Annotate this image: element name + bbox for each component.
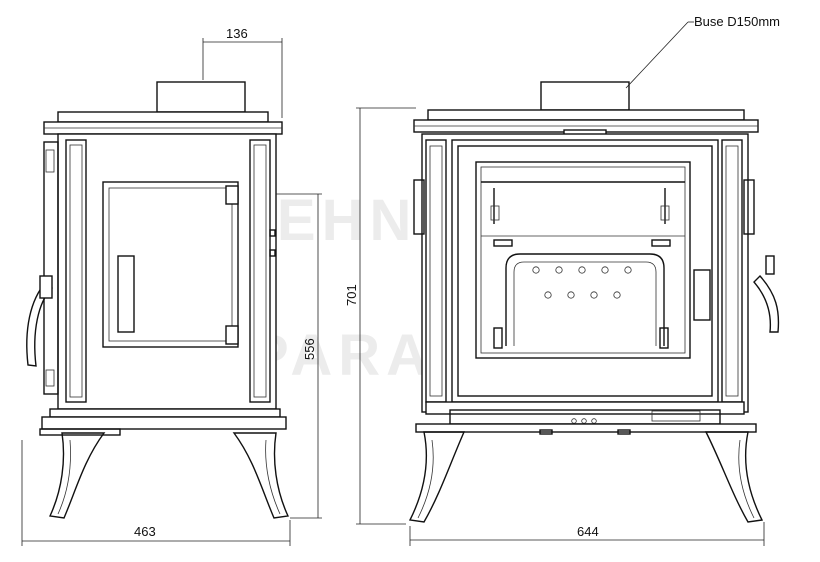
front-leg-right (704, 431, 764, 523)
flue-label: Buse D150mm (694, 14, 780, 29)
front-dimensions: 701 644 Buse D150mm (344, 14, 780, 546)
front-leg-left (408, 431, 466, 523)
side-body (57, 133, 277, 410)
front-side-handle (753, 274, 780, 333)
side-flue-collar (156, 81, 246, 113)
dim-side-width: 463 (134, 524, 156, 539)
front-base (415, 423, 757, 433)
front-view (408, 81, 780, 523)
side-base (41, 416, 287, 430)
side-left-panel (65, 139, 87, 403)
side-leg-right (232, 432, 290, 519)
front-flue-collar (540, 81, 630, 111)
side-dimensions: 136 556 463 (21, 26, 322, 546)
side-front-frame (43, 141, 59, 395)
dim-flue-offset: 136 (226, 26, 248, 41)
side-door-handle (26, 280, 53, 367)
side-window-ash-slot (117, 255, 135, 333)
dim-front-width: 644 (577, 524, 599, 539)
front-firebox-back (505, 253, 665, 346)
side-base-plate (49, 408, 281, 418)
side-window-frame (102, 181, 239, 348)
dim-front-height: 701 (344, 284, 359, 306)
side-leg-left (48, 432, 106, 519)
side-view (26, 81, 290, 519)
dim-flue-height: 556 (302, 338, 317, 360)
side-top-plate-upper (57, 111, 269, 123)
front-door-latch (693, 269, 711, 321)
front-top-plate-upper (427, 109, 745, 121)
side-right-panel (249, 139, 271, 403)
front-door (457, 145, 713, 397)
front-lower-band (425, 401, 745, 415)
front-glass (475, 161, 691, 359)
